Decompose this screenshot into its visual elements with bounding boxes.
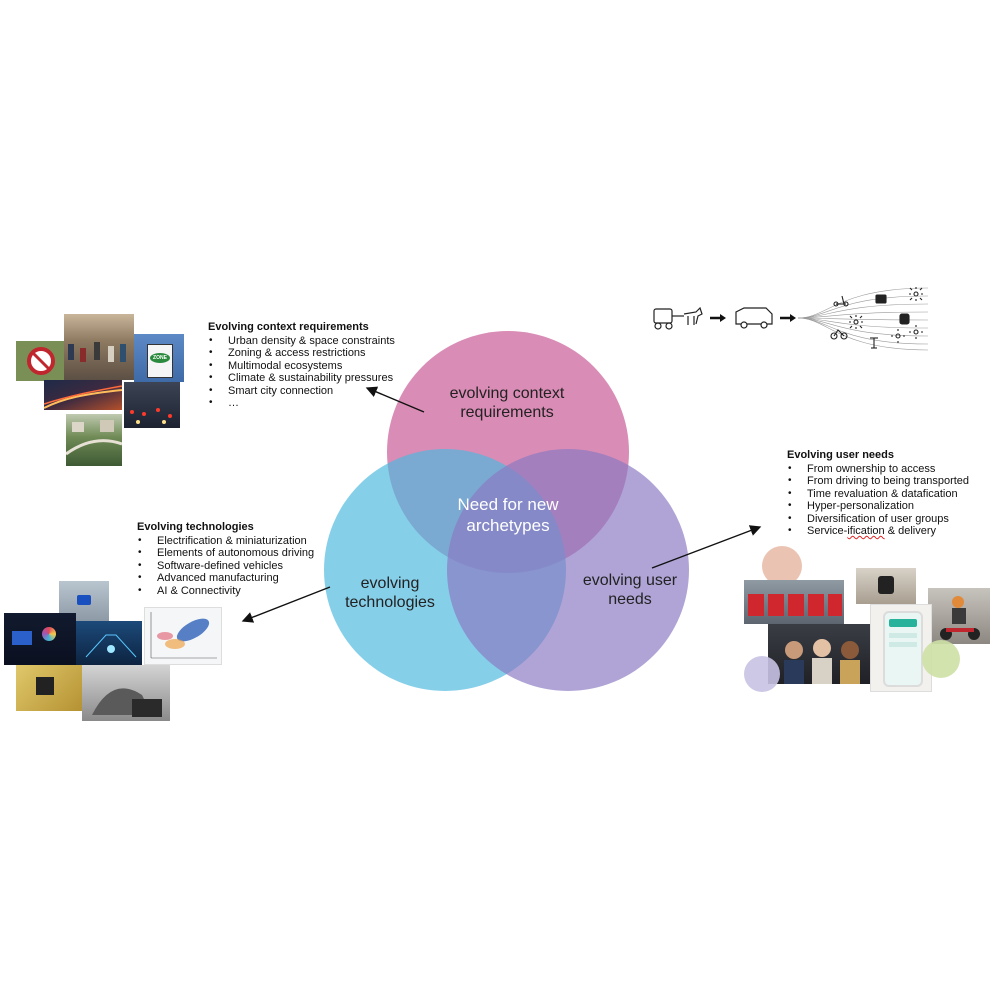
sun-icon (909, 287, 923, 301)
user-needs-photo-collage (744, 546, 992, 694)
zone-sign-photo: ZONE (134, 334, 184, 382)
user-needs-block: Evolving user needs From ownership to ac… (787, 449, 969, 538)
list-item: Multimodal ecosystems (209, 360, 395, 373)
service-suffix: & delivery (884, 525, 936, 538)
list-item: Hyper-personalization (788, 500, 969, 513)
list-item: Urban density & space constraints (209, 335, 395, 348)
arrow-to-user-block (651, 525, 762, 569)
list-item: Zoning & access restrictions (209, 347, 395, 360)
moped-rider-photo (928, 588, 990, 644)
mobility-evolution-illustration (653, 287, 929, 351)
arrow-right-icon (710, 314, 726, 322)
no-entry-sign-icon (16, 341, 64, 381)
venn-label-technologies: evolving technologies (345, 575, 435, 611)
app-on-phone-photo (870, 604, 932, 692)
mobility-diversification-lines (797, 287, 929, 351)
sun-icon (891, 329, 905, 343)
list-item: From driving to being transported (788, 475, 969, 488)
car-dashboard-photo (4, 613, 76, 665)
venn-circle-user-needs (447, 449, 689, 691)
tram-icon (899, 313, 910, 325)
decorative-circle-green (922, 640, 960, 678)
bike-icon (830, 329, 848, 340)
night-highway-photo (44, 380, 122, 410)
shared-bikes-photo (744, 580, 844, 624)
green-city-photo (66, 414, 122, 466)
crowded-street-photo (64, 314, 134, 380)
traffic-jam-photo (124, 382, 180, 428)
microchip-photo (16, 665, 82, 711)
venn-center-label: Need for new archetypes (457, 495, 559, 535)
venn-label-user-needs: evolving user needs (582, 572, 678, 608)
user-block-title: Evolving user needs (787, 449, 894, 461)
service-underlined: ification (847, 525, 885, 538)
sun-icon (849, 315, 863, 329)
micromobility-icons (830, 287, 923, 349)
autonomous-car-hud-photo (76, 621, 142, 665)
tech-block-title: Evolving technologies (137, 521, 254, 533)
list-item: AI & Connectivity (138, 585, 314, 598)
list-item: From ownership to access (788, 463, 969, 476)
person-icon (870, 337, 878, 349)
list-item: Service-ification & delivery (788, 525, 969, 538)
arrow-right-icon (780, 314, 796, 322)
decorative-circle-peach (762, 546, 802, 586)
bus-icon (875, 294, 887, 304)
list-item: … (209, 397, 395, 410)
no-entry-sign-photo (16, 341, 64, 381)
list-item: Smart city connection (209, 385, 395, 398)
context-block-title: Evolving context requirements (208, 321, 369, 333)
list-item: Electrification & miniaturization (138, 535, 314, 548)
arrow-to-tech-block (241, 586, 331, 623)
sun-icon (909, 325, 923, 339)
smiling-passengers-photo (768, 624, 872, 684)
list-item: Advanced manufacturing (138, 572, 314, 585)
decorative-circle-lilac (744, 656, 780, 692)
list-item: Software-defined vehicles (138, 560, 314, 573)
technologies-block: Evolving technologies Electrification & … (137, 521, 314, 597)
scooter-icon (833, 295, 849, 307)
manufacturing-photo (82, 665, 170, 721)
technology-photo-collage (4, 581, 224, 721)
context-requirements-block: Evolving context requirements Urban dens… (208, 321, 395, 410)
list-item: Climate & sustainability pressures (209, 372, 395, 385)
list-item: Diversification of user groups (788, 513, 969, 526)
context-photo-collage: ZONE (16, 314, 186, 466)
car-icon (735, 307, 773, 329)
venn-label-context: evolving context requirements (449, 385, 565, 421)
zone-sign-text: ZONE (150, 353, 170, 363)
service-prefix: Service- (807, 525, 848, 538)
horse-carriage-icon (653, 306, 703, 330)
list-item: Time revaluation & datafication (788, 488, 969, 501)
scatter-chart-photo (144, 607, 222, 665)
list-item: Elements of autonomous driving (138, 547, 314, 560)
smartwatch-photo (856, 568, 916, 604)
